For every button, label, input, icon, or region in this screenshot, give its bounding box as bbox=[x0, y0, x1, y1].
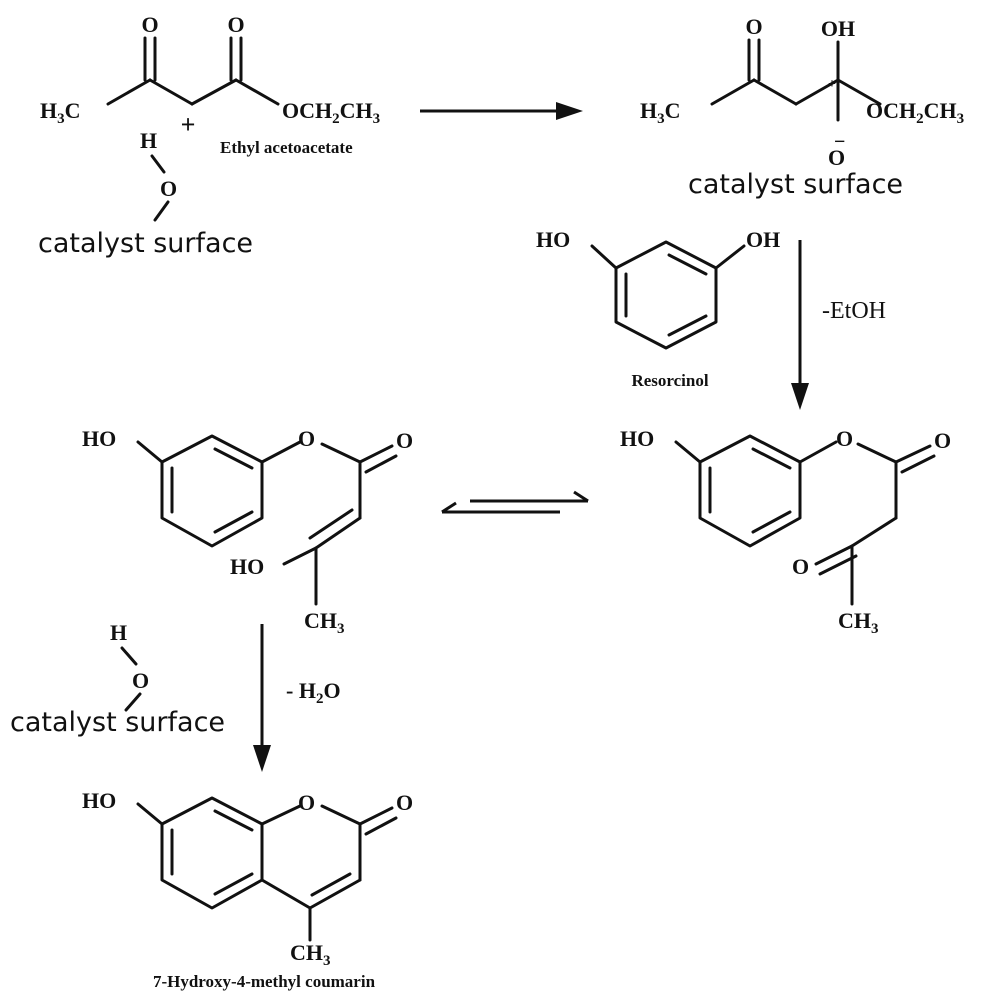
ketone-oxygen-label: O bbox=[792, 554, 809, 579]
arrow-step-1 bbox=[420, 102, 583, 120]
aryl-acetoacetate-keto-structure: HO O O O CH3 bbox=[620, 426, 951, 637]
catalyst-surface-label-1: catalyst surface bbox=[38, 228, 253, 259]
hydrogen-label: H bbox=[110, 620, 127, 645]
alkoxide-oxygen-label: O bbox=[828, 145, 845, 170]
ester-oxygen-label: O bbox=[836, 426, 853, 451]
catalyst-surface-label-2: catalyst surface bbox=[688, 169, 903, 200]
ethoxy-label-truncated: OCH2CH3 bbox=[866, 98, 964, 127]
oxygen-label: O bbox=[160, 176, 177, 201]
plus-sign: + bbox=[181, 110, 196, 139]
ring-oxygen-label: O bbox=[298, 790, 315, 815]
hydroxyl-label: HO bbox=[82, 426, 116, 451]
ester-oxygen-label: O bbox=[298, 426, 315, 451]
hydroxyl-label: HO bbox=[82, 788, 116, 813]
catalyst-hydroxyl-1: H O catalyst surface bbox=[38, 128, 253, 259]
ester-carbonyl-oxygen-label: O bbox=[227, 12, 244, 37]
catalyst-surface-label-3: catalyst surface bbox=[10, 707, 225, 738]
oxygen-label: O bbox=[132, 668, 149, 693]
methyl-label: CH3 bbox=[290, 940, 331, 969]
negative-charge-mark: − bbox=[834, 131, 845, 153]
methyl-label: CH3 bbox=[304, 608, 345, 637]
adsorbed-intermediate-structure: O OH + H3C OCH2CH3 − O catalyst surface bbox=[640, 14, 964, 200]
coumarin-structure: HO O O CH3 7-Hydroxy-4-methyl coumarin bbox=[82, 788, 413, 991]
methyl-label: H3C bbox=[40, 98, 81, 127]
lactone-carbonyl-oxygen-label: O bbox=[396, 790, 413, 815]
resorcinol-structure: HO OH Resorcinol bbox=[536, 227, 780, 390]
arrow-step-2: -EtOH bbox=[791, 240, 886, 410]
resorcinol-name: Resorcinol bbox=[631, 371, 708, 390]
methyl-label: H3C bbox=[640, 98, 681, 127]
hydroxyl-label-right: OH bbox=[746, 227, 780, 252]
arrow-step-3: - H2O bbox=[253, 624, 341, 772]
catalyst-hydroxyl-2: H O catalyst surface bbox=[10, 620, 225, 738]
positive-charge-mark: + bbox=[828, 77, 836, 92]
ester-carbonyl-oxygen-label: O bbox=[396, 428, 413, 453]
enol-hydroxyl-label: HO bbox=[230, 554, 264, 579]
ethoxy-label: OCH2CH3 bbox=[282, 98, 380, 127]
equilibrium-arrows bbox=[441, 490, 589, 514]
coumarin-name: 7-Hydroxy-4-methyl coumarin bbox=[153, 972, 376, 991]
ketone-oxygen-label: O bbox=[745, 14, 762, 39]
hydrogen-label: H bbox=[140, 128, 157, 153]
ester-carbonyl-oxygen-label: O bbox=[934, 428, 951, 453]
hydroxyl-label: OH bbox=[821, 16, 855, 41]
methyl-label: CH3 bbox=[838, 608, 879, 637]
ethyl-acetoacetate-name: Ethyl acetoacetate bbox=[220, 138, 353, 157]
hydroxyl-label: HO bbox=[620, 426, 654, 451]
ketone-oxygen-label: O bbox=[141, 12, 158, 37]
ethyl-acetoacetate-structure: O O H3C OCH2CH3 + Ethyl acetoacetate bbox=[40, 12, 380, 157]
aryl-acetoacetate-enol-structure: HO O O HO CH3 bbox=[82, 426, 413, 637]
water-elimination-label: - H2O bbox=[286, 678, 341, 707]
hydroxyl-label-left: HO bbox=[536, 227, 570, 252]
etoh-elimination-label: -EtOH bbox=[822, 298, 886, 324]
